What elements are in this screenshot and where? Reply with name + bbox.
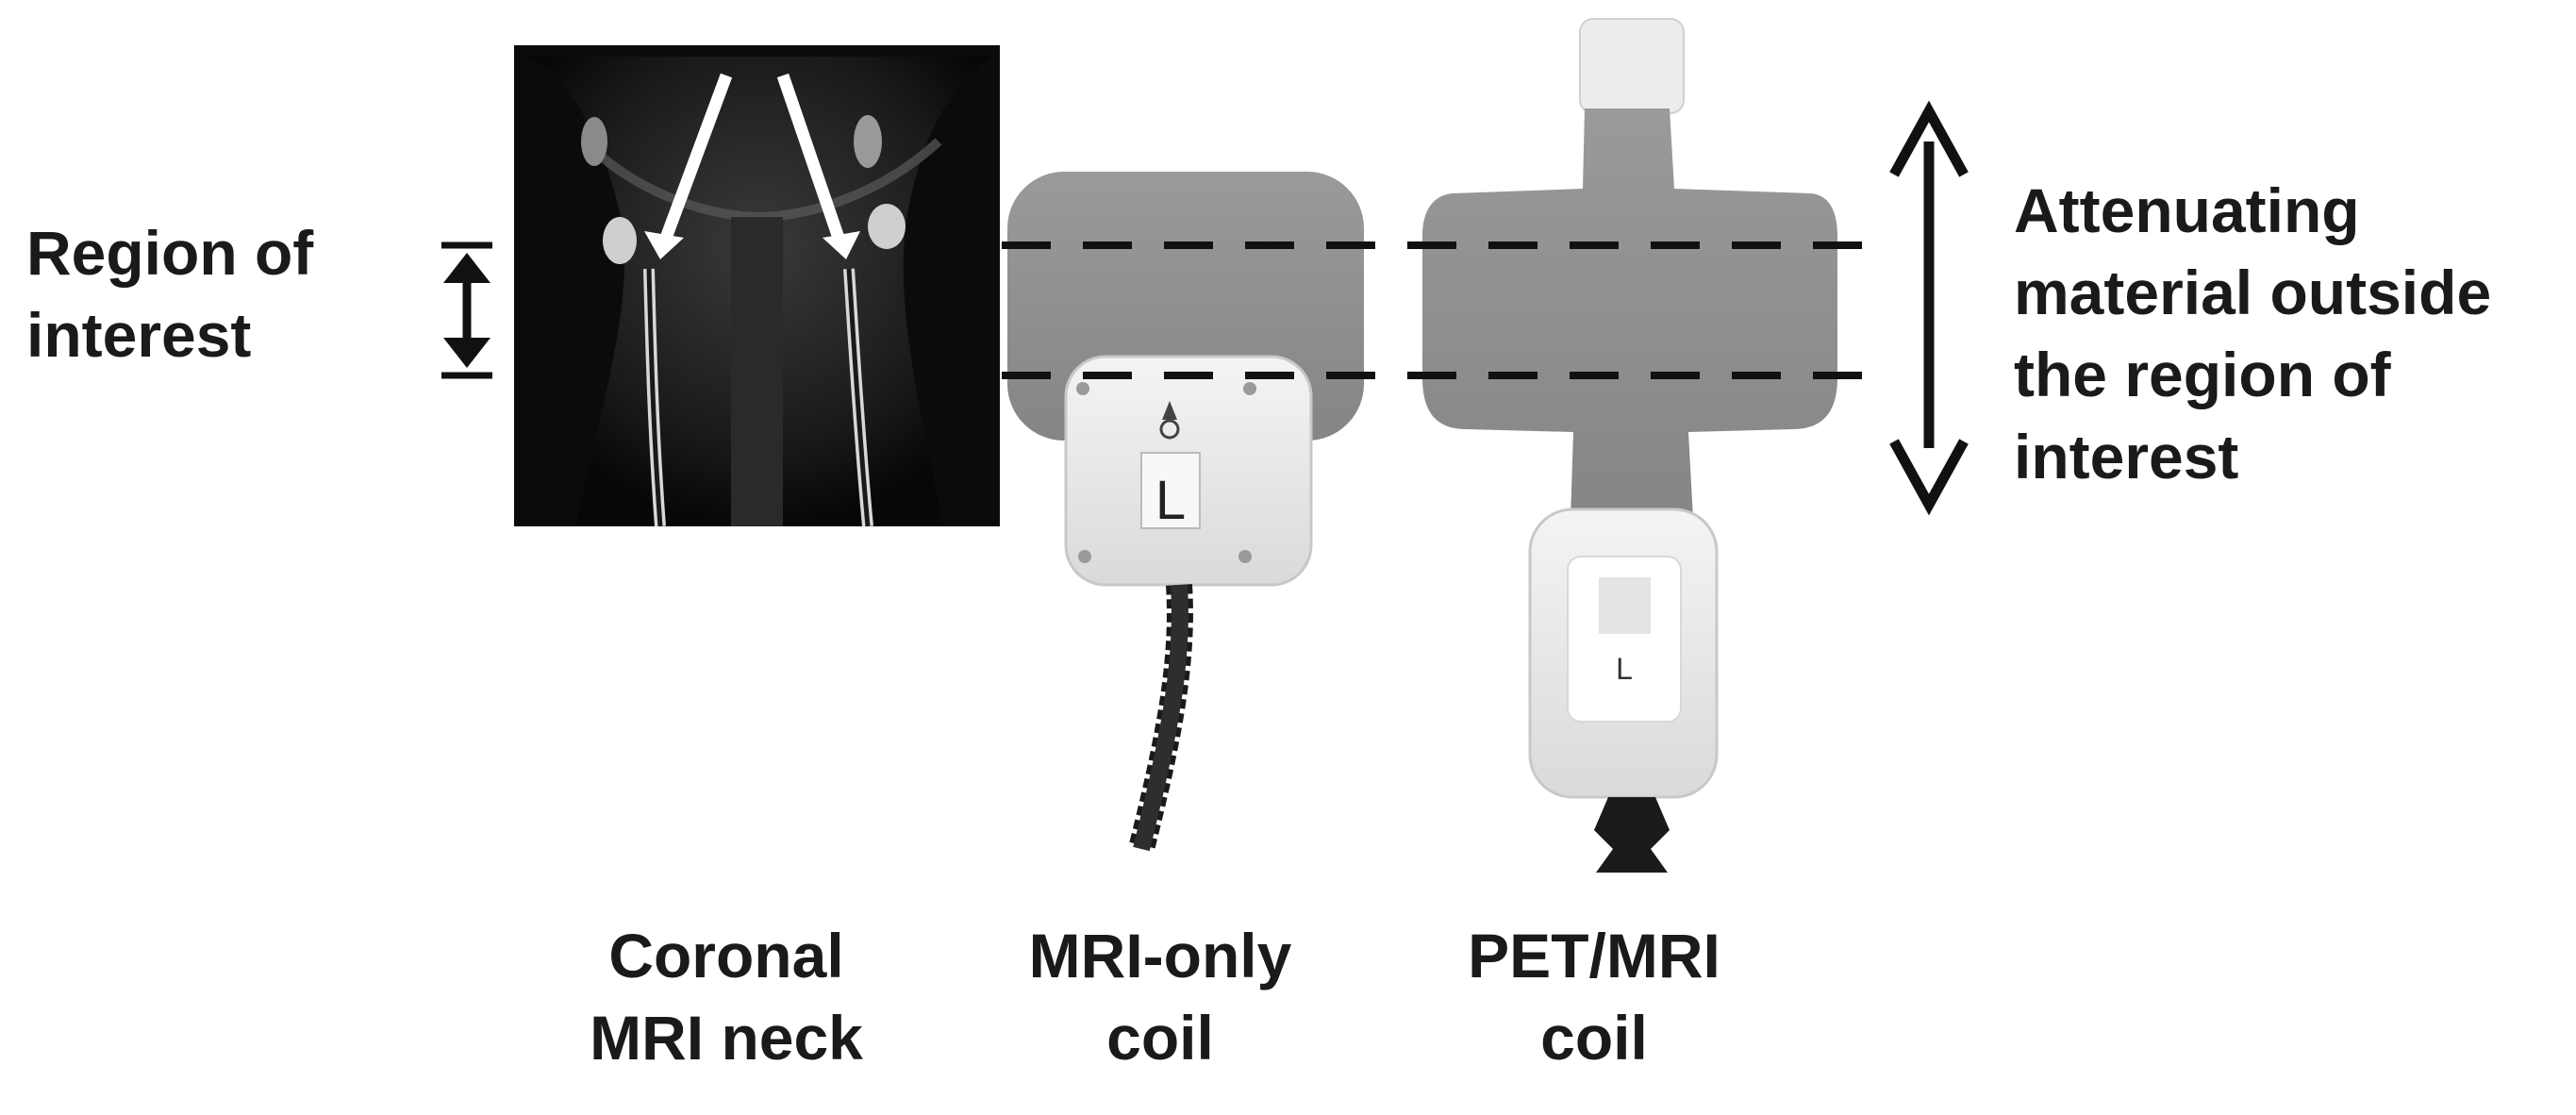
- mri-only-coil-mark: L: [1155, 470, 1186, 531]
- attenuating-line-3: the region of: [2014, 340, 2391, 410]
- attenuating-line-1: Attenuating: [2014, 175, 2360, 245]
- pet-mri-coil-top-tab: [1579, 18, 1685, 114]
- screw-icon: [1076, 382, 1089, 395]
- pet-mri-coil: [1422, 18, 1837, 873]
- attenuation-double-arrow: [1889, 100, 1969, 516]
- pet-mri-coil-pad: [1422, 108, 1837, 519]
- attenuating-material-label: Attenuating material outside the region …: [2014, 170, 2491, 498]
- bracket-arrow-up-icon: [443, 253, 490, 283]
- mri-only-coil-caption-line-1: MRI-only: [1028, 921, 1292, 990]
- bracket-arrow-down-icon: [443, 338, 490, 368]
- region-of-interest-line-1: Region of: [26, 218, 314, 288]
- region-of-interest-line-2: interest: [26, 300, 252, 371]
- mri-image: [514, 45, 1000, 527]
- screw-icon: [1243, 382, 1256, 395]
- pet-mri-coil-window: [1567, 556, 1682, 723]
- mri-only-coil-caption: MRI-only coil: [1000, 915, 1321, 1079]
- attenuating-line-2: material outside: [2014, 258, 2492, 328]
- attenuation-arrow-up-icon: [1889, 100, 1969, 177]
- mri-carotid-left-lumen: [646, 268, 663, 527]
- mri-carotid-right-lumen: [846, 268, 871, 527]
- mri-ear-right: [854, 115, 882, 168]
- region-bracket: [441, 241, 492, 379]
- coil-label-plate: [1140, 452, 1201, 529]
- pet-mri-coil-window-detail: [1599, 577, 1651, 634]
- region-of-interest-label: Region of interest: [26, 212, 313, 376]
- mri-arrow-left-shaft: [658, 73, 733, 243]
- mri-arrow-left-icon: [644, 231, 684, 259]
- pet-mri-coil-caption-line-2: coil: [1540, 1003, 1648, 1073]
- coil-orientation-ring-icon: [1159, 419, 1180, 440]
- attenuating-line-4: interest: [2014, 422, 2239, 492]
- coronal-mri-caption-line-2: MRI neck: [590, 1003, 863, 1073]
- attenuation-arrow-down-icon: [1889, 439, 1969, 516]
- mri-gland-left: [603, 217, 637, 264]
- coronal-mri-caption: Coronal MRI neck: [538, 915, 915, 1079]
- coronal-mri-caption-line-1: Coronal: [608, 921, 844, 990]
- screw-icon: [1078, 550, 1091, 563]
- pet-mri-coil-connector: [1594, 797, 1670, 873]
- mri-ear-left: [581, 117, 607, 166]
- mri-arrow-right-shaft: [776, 73, 846, 243]
- coil-orientation-icon: [1162, 401, 1177, 420]
- mri-arrow-right-icon: [823, 231, 860, 259]
- mri-only-coil-cable-core: [1133, 584, 1188, 852]
- mri-only-coil-caption-line-2: coil: [1106, 1003, 1214, 1073]
- screw-icon: [1238, 550, 1252, 563]
- pet-mri-coil-caption-line-1: PET/MRI: [1468, 921, 1720, 990]
- pet-mri-coil-caption: PET/MRI coil: [1434, 915, 1754, 1079]
- mri-spine: [731, 217, 783, 526]
- mri-gland-right: [868, 204, 906, 249]
- pet-mri-coil-mark: L: [1616, 652, 1633, 686]
